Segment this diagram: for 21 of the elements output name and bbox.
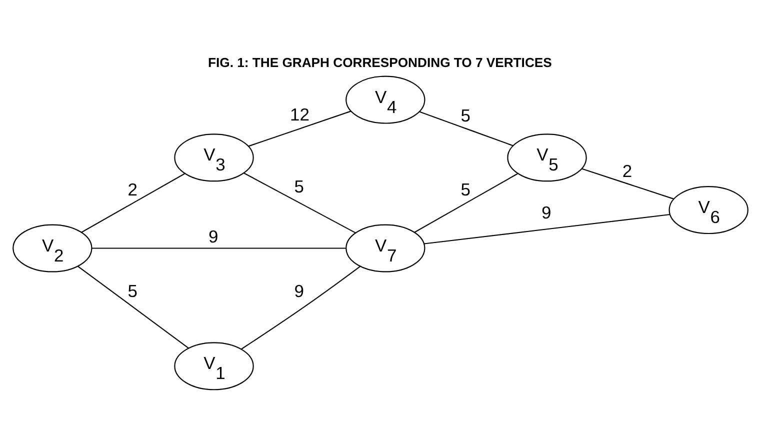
connector	[424, 214, 670, 244]
edge-label: 2	[622, 161, 632, 182]
connector	[81, 173, 185, 233]
connector	[248, 110, 352, 147]
edge-label: 12	[290, 104, 310, 124]
connector	[241, 266, 360, 350]
edge-label: 9	[542, 202, 552, 223]
edge-label: 5	[460, 105, 470, 126]
edge-label: 9	[208, 226, 218, 247]
connector	[244, 172, 356, 234]
connector	[582, 168, 674, 200]
edge-label: 9	[294, 281, 304, 302]
connector	[92, 248, 346, 249]
connector	[414, 173, 518, 233]
connector	[78, 266, 189, 349]
edge-label: 2	[128, 180, 138, 200]
edge-label: 5	[128, 281, 138, 302]
edge-label: 5	[294, 176, 304, 196]
diagram-title: FIG. 1: THE GRAPH CORRESPONDING TO 7 VERTICES	[208, 55, 552, 70]
edge-label: 5	[460, 180, 470, 200]
connector	[419, 111, 514, 146]
